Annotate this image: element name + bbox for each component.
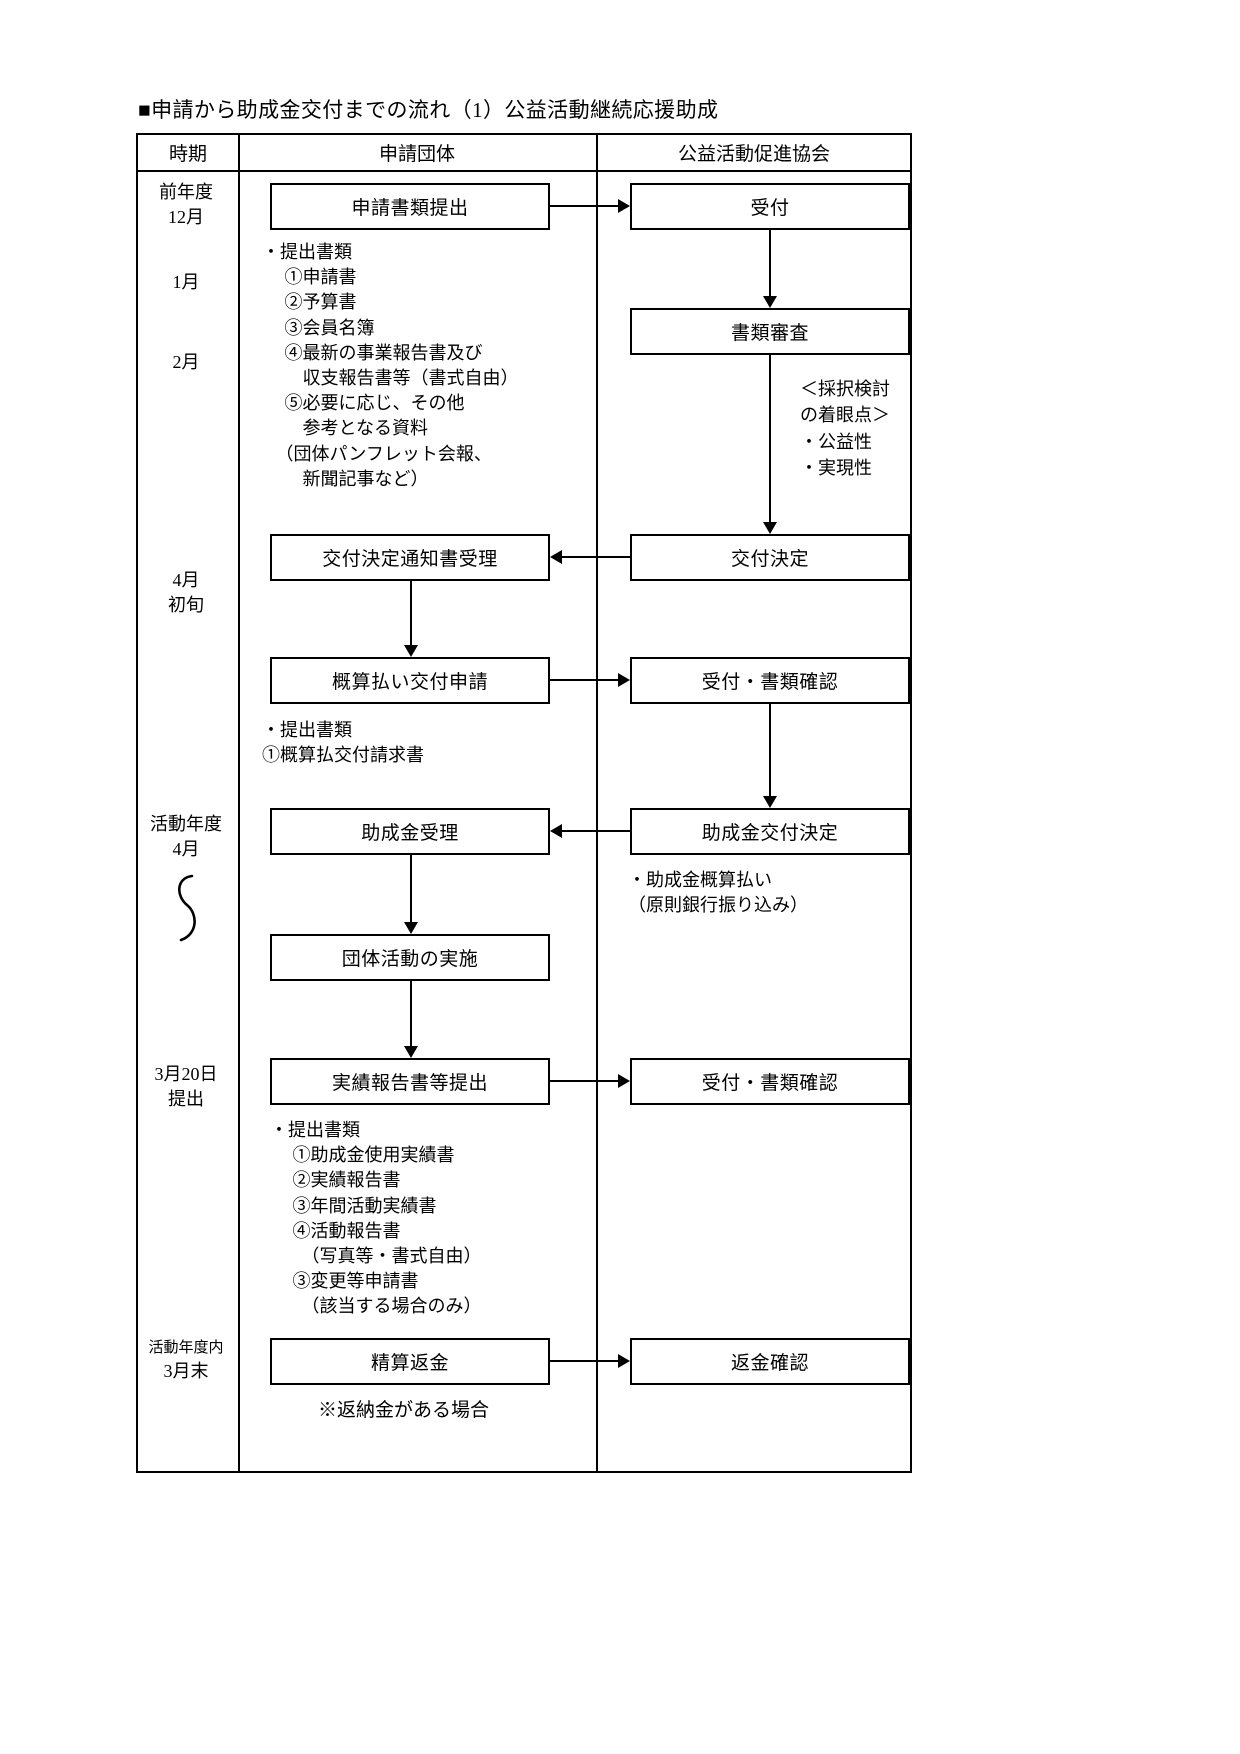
note-submission-documents-1: ・提出書類 ①申請書 ②予算書 ③会員名簿 ④最新の事業報告書及び 収支報告書等… bbox=[262, 242, 519, 489]
arrowhead-down-4 bbox=[763, 796, 777, 808]
arrowhead-right-4 bbox=[618, 1354, 630, 1368]
period-label-april-early: 4月 初旬 bbox=[168, 570, 204, 615]
connector-payment-decision-to-receive bbox=[562, 830, 630, 832]
note-review-criteria: ＜採択検討 の着眼点＞ ・公益性 ・実現性 bbox=[800, 379, 890, 478]
connector-notice-to-advance-application bbox=[410, 581, 412, 645]
arrowhead-down-3 bbox=[404, 645, 418, 657]
connector-review-to-grant-decision bbox=[769, 355, 771, 522]
connector-receive-to-activities bbox=[410, 855, 412, 922]
connector-report-to-check bbox=[550, 1080, 618, 1082]
node-receive-grant[interactable]: 助成金受理 bbox=[270, 808, 550, 855]
arrowhead-right-3 bbox=[618, 1074, 630, 1088]
connector-reception-to-review bbox=[769, 230, 771, 296]
node-refund-confirmation[interactable]: 返金確認 bbox=[630, 1338, 910, 1385]
node-submit-performance-report[interactable]: 実績報告書等提出 bbox=[270, 1058, 550, 1105]
node-grant-payment-decision[interactable]: 助成金交付決定 bbox=[630, 808, 910, 855]
squiggle-icon bbox=[178, 874, 196, 942]
period-label-february: 2月 bbox=[172, 352, 200, 372]
arrowhead-right-2 bbox=[618, 673, 630, 687]
note-submission-documents-2: ・提出書類 ①概算払交付請求書 bbox=[262, 720, 424, 766]
arrowhead-left-2 bbox=[550, 824, 562, 838]
period-label-march-20: 3月20日 提出 bbox=[154, 1064, 218, 1109]
column-separator-2 bbox=[596, 135, 598, 1471]
period-label-january: 1月 bbox=[172, 272, 200, 292]
column-header-period: 時期 bbox=[168, 144, 207, 165]
arrowhead-down-2 bbox=[763, 522, 777, 534]
period-label-activity-year-end: 活動年度内 3月末 bbox=[148, 1340, 224, 1381]
connector-activities-to-report bbox=[410, 981, 412, 1046]
node-document-review[interactable]: 書類審査 bbox=[630, 308, 910, 355]
node-advance-payment-application[interactable]: 概算払い交付申請 bbox=[270, 657, 550, 704]
note-submission-documents-3: ・提出書類 ①助成金使用実績書 ②実績報告書 ③年間活動実績書 ④活動報告書 （… bbox=[270, 1120, 482, 1317]
node-conduct-activities[interactable]: 団体活動の実施 bbox=[270, 934, 550, 981]
arrowhead-right-1 bbox=[618, 199, 630, 213]
arrowhead-down-5 bbox=[404, 922, 418, 934]
node-receive-grant-decision-notice[interactable]: 交付決定通知書受理 bbox=[270, 534, 550, 581]
arrowhead-down-1 bbox=[763, 296, 777, 308]
note-refund-condition: ※返納金がある場合 bbox=[318, 1400, 490, 1421]
connector-refund-to-confirmation bbox=[550, 1360, 618, 1362]
column-header-applicant: 申請団体 bbox=[378, 144, 455, 165]
arrowhead-left-1 bbox=[550, 550, 562, 564]
connector-advance-application-to-check bbox=[550, 679, 618, 681]
node-reception-document-check-1[interactable]: 受付・書類確認 bbox=[630, 657, 910, 704]
period-label-previous-year: 前年度 12月 bbox=[159, 182, 213, 227]
node-settlement-refund[interactable]: 精算返金 bbox=[270, 1338, 550, 1385]
node-reception[interactable]: 受付 bbox=[630, 183, 910, 230]
connector-grant-decision-to-notice bbox=[562, 556, 630, 558]
header-separator bbox=[138, 170, 910, 172]
node-reception-document-check-2[interactable]: 受付・書類確認 bbox=[630, 1058, 910, 1105]
connector-application-to-reception bbox=[550, 205, 618, 207]
period-label-activity-year-april: 活動年度 4月 bbox=[150, 814, 222, 859]
connector-check-to-payment-decision bbox=[769, 704, 771, 796]
page-title: ■申請から助成金交付までの流れ（1）公益活動継続応援助成 bbox=[138, 98, 719, 122]
arrowhead-down-6 bbox=[404, 1046, 418, 1058]
note-grant-advance-payment: ・助成金概算払い （原則銀行振り込み） bbox=[628, 870, 808, 916]
column-separator-1 bbox=[238, 135, 240, 1471]
flowchart-table: 時期 申請団体 公益活動促進協会 bbox=[136, 133, 912, 1473]
column-header-association: 公益活動促進協会 bbox=[677, 144, 830, 165]
node-application-submission[interactable]: 申請書類提出 bbox=[270, 183, 550, 230]
node-grant-decision[interactable]: 交付決定 bbox=[630, 534, 910, 581]
period-range-squiggle bbox=[170, 872, 206, 955]
